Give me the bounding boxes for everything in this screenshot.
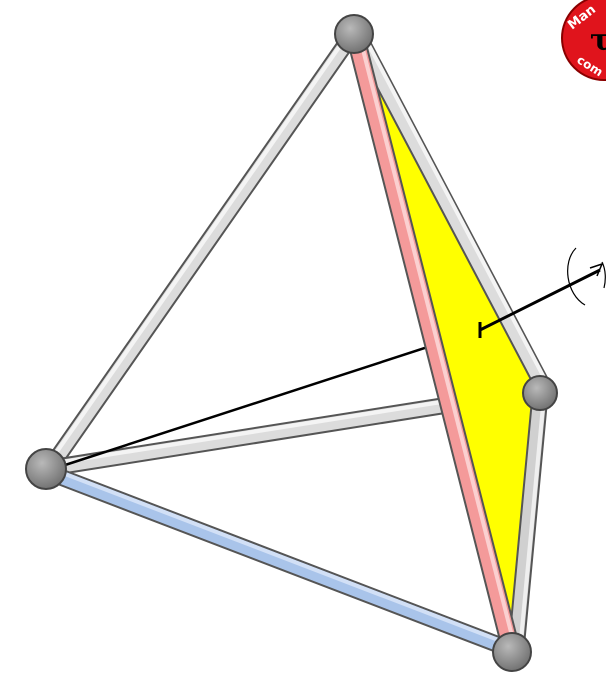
vertex-right: [522, 375, 558, 411]
logo-glyph: τ: [590, 23, 606, 58]
logo-badge: Man com τ: [561, 0, 606, 81]
vector-line-inner: [61, 328, 481, 468]
vertex-left: [25, 448, 67, 490]
normal-vector-arrow: [478, 262, 604, 338]
vertex-top: [334, 14, 374, 54]
edge-top-right: [349, 26, 554, 399]
logo-circle: [561, 0, 606, 81]
edge-left-back: [41, 396, 457, 477]
vertex-bottom: [492, 632, 532, 672]
edge-right-bottom: [507, 386, 549, 659]
rotation-indicator: [567, 247, 606, 306]
edge-top-left: [41, 26, 361, 477]
edge-left-bottom-blue: [41, 464, 521, 659]
edge-top-bottom-pink: [345, 25, 520, 655]
